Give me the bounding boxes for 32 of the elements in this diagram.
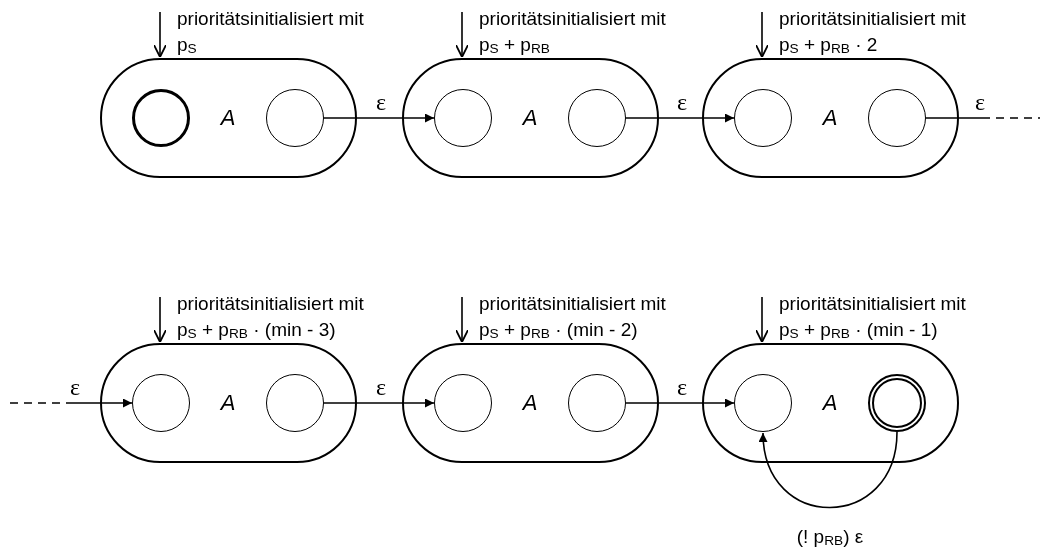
pointer-arrow — [153, 11, 167, 58]
priority-note: prioritätsinitialisiert mit p$_{S}$ — [177, 7, 365, 58]
transition-arrow — [625, 113, 735, 123]
start-state-circle — [132, 89, 190, 147]
priority-note: prioritätsinitialisiert mit p$_{S}$ + p$_{RB}$ · (min - 1) — [779, 292, 967, 343]
automaton-name: A — [822, 107, 838, 129]
automaton-capsule — [702, 58, 959, 178]
automaton-capsule — [100, 343, 357, 463]
transition-arrow — [323, 398, 435, 408]
accept-state-circle — [868, 374, 926, 432]
automaton-capsule — [402, 58, 659, 178]
automaton-name: A — [522, 107, 538, 129]
priority-note: prioritätsinitialisiert mit p$_{S}$ + p$_{RB}$ · (min - 3) — [177, 292, 365, 343]
pointer-arrow — [153, 296, 167, 343]
automaton-name: A — [822, 392, 838, 414]
pointer-arrow — [455, 11, 469, 58]
automaton-name: A — [220, 107, 236, 129]
transition-arrow — [759, 431, 898, 509]
automaton-name: A — [522, 392, 538, 414]
priority-note: prioritätsinitialisiert mit p$_{S}$ + p$_{RB}$ · (min - 2) — [479, 292, 667, 343]
transition-arrow — [323, 113, 435, 123]
pointer-arrow — [755, 296, 769, 343]
automaton-capsule — [100, 58, 357, 178]
automaton-name: A — [220, 392, 236, 414]
transition-arrow — [9, 398, 133, 408]
transition-arrow — [625, 398, 735, 408]
pointer-arrow — [455, 296, 469, 343]
priority-note: prioritätsinitialisiert mit p$_{S}$ + p$_{RB}$ · 2 — [779, 7, 967, 58]
automaton-capsule — [402, 343, 659, 463]
pointer-arrow — [755, 11, 769, 58]
priority-note: prioritätsinitialisiert mit p$_{S}$ + p$_{RB}$ — [479, 7, 667, 58]
automaton-capsule — [702, 343, 959, 463]
